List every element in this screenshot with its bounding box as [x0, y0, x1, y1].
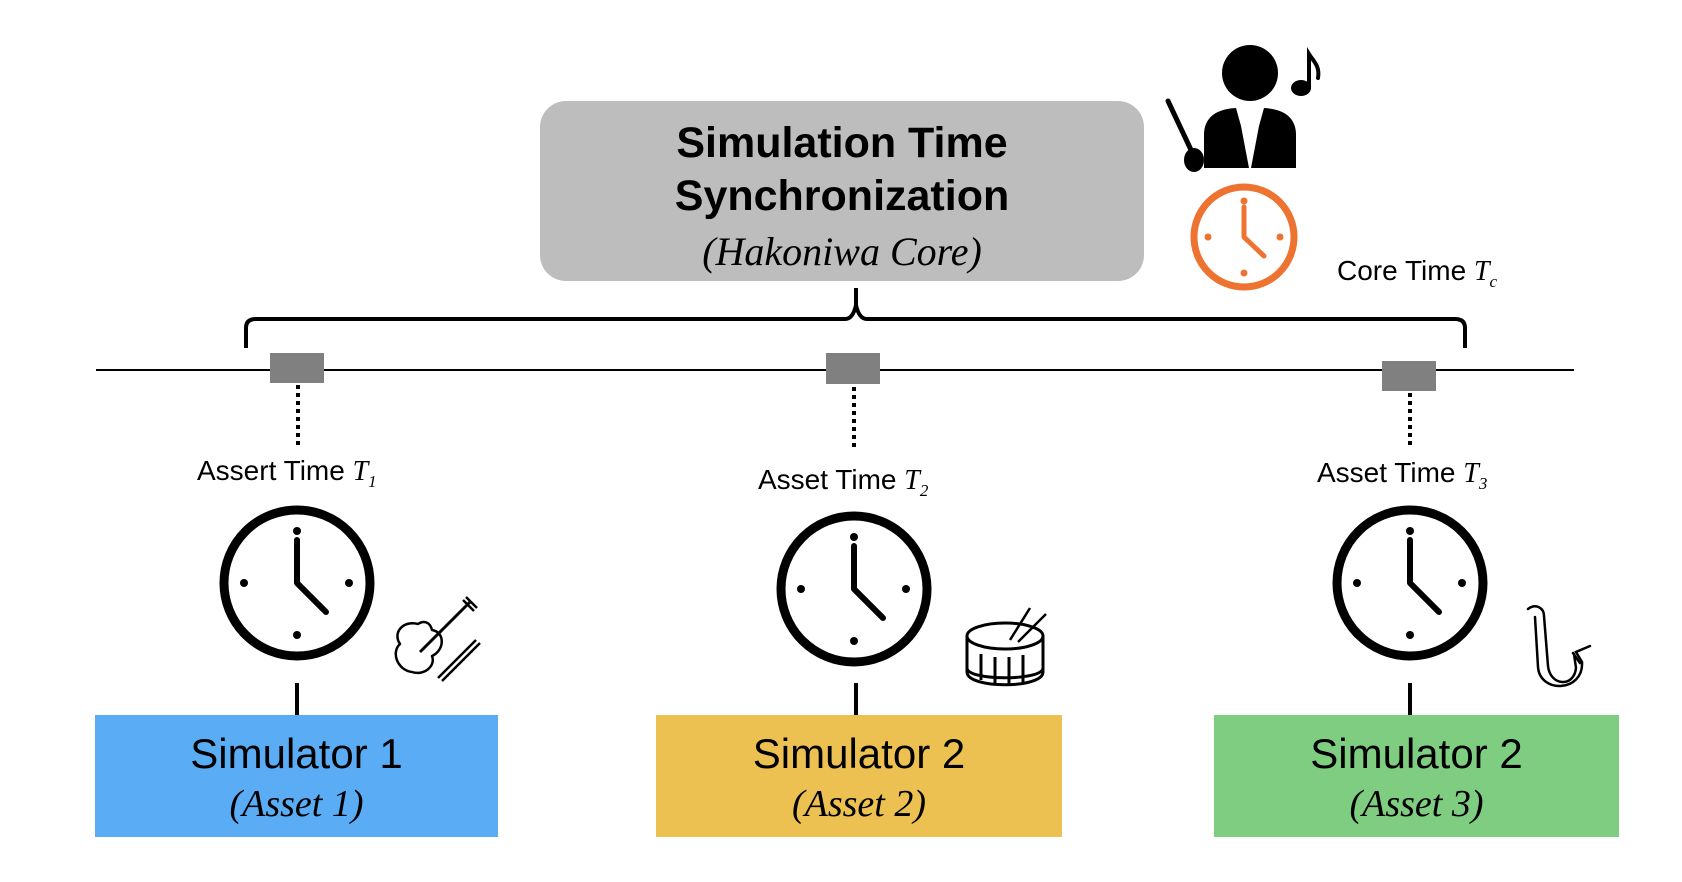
violin-icon: [394, 596, 481, 682]
core-box: Simulation Time Synchronization (Hakoniw…: [540, 101, 1144, 281]
core-title: Simulation Time Synchronization: [540, 117, 1144, 223]
music-note-icon: [1291, 47, 1321, 96]
core-time-label: Core Time Tc: [1337, 255, 1497, 292]
simulator-asset-3: (Asset 3): [1349, 783, 1484, 825]
core-time-symbol: T: [1473, 256, 1490, 287]
clock-icon: [219, 505, 375, 661]
drum-icon: [965, 607, 1047, 687]
core-time-text: Core Time: [1337, 255, 1467, 286]
asset-time-symbol-1: T: [352, 456, 369, 487]
asset-time-text-3: Asset Time: [1317, 457, 1456, 488]
time-marker-1: [270, 353, 324, 383]
core-time-subscript: c: [1489, 272, 1498, 291]
asset-time-symbol-3: T: [1463, 458, 1479, 489]
simulator-box-3: Simulator 2 (Asset 3): [1214, 715, 1619, 837]
asset-time-text-2: Asset Time: [758, 464, 897, 495]
clock-icon: [1332, 505, 1488, 661]
asset-time-label-3: Asset Time T3: [1317, 457, 1487, 494]
core-title-line2: Synchronization: [674, 172, 1010, 220]
core-title-line1: Simulation Time: [676, 119, 1008, 167]
time-marker-2: [826, 353, 880, 384]
conductor-icon: [1165, 45, 1296, 172]
asset-time-subscript-1: 1: [368, 472, 377, 491]
asset-time-label-2: Asset Time T2: [758, 464, 928, 501]
asset-time-label-1: Assert Time T1: [197, 455, 377, 492]
simulator-asset-1: (Asset 1): [229, 783, 364, 825]
asset-time-text-1: Assert Time: [197, 455, 345, 486]
core-brace: [244, 288, 1467, 348]
asset-time-symbol-2: T: [904, 465, 920, 496]
saxophone-icon: [1526, 605, 1592, 688]
time-marker-3: [1382, 361, 1436, 391]
simulator-box-2: Simulator 2 (Asset 2): [656, 715, 1062, 837]
core-clock-icon: [1190, 183, 1298, 291]
asset-time-subscript-2: 2: [919, 481, 929, 500]
clock-icon: [776, 511, 932, 667]
core-subtitle: (Hakoniwa Core): [702, 229, 982, 274]
simulator-name-2: Simulator 2: [752, 730, 966, 777]
asset-time-subscript-3: 3: [1478, 474, 1488, 493]
simulator-asset-2: (Asset 2): [791, 783, 927, 825]
simulator-name-1: Simulator 1: [190, 730, 403, 777]
simulator-box-1: Simulator 1 (Asset 1): [95, 715, 498, 837]
simulator-name-3: Simulator 2: [1310, 730, 1523, 777]
